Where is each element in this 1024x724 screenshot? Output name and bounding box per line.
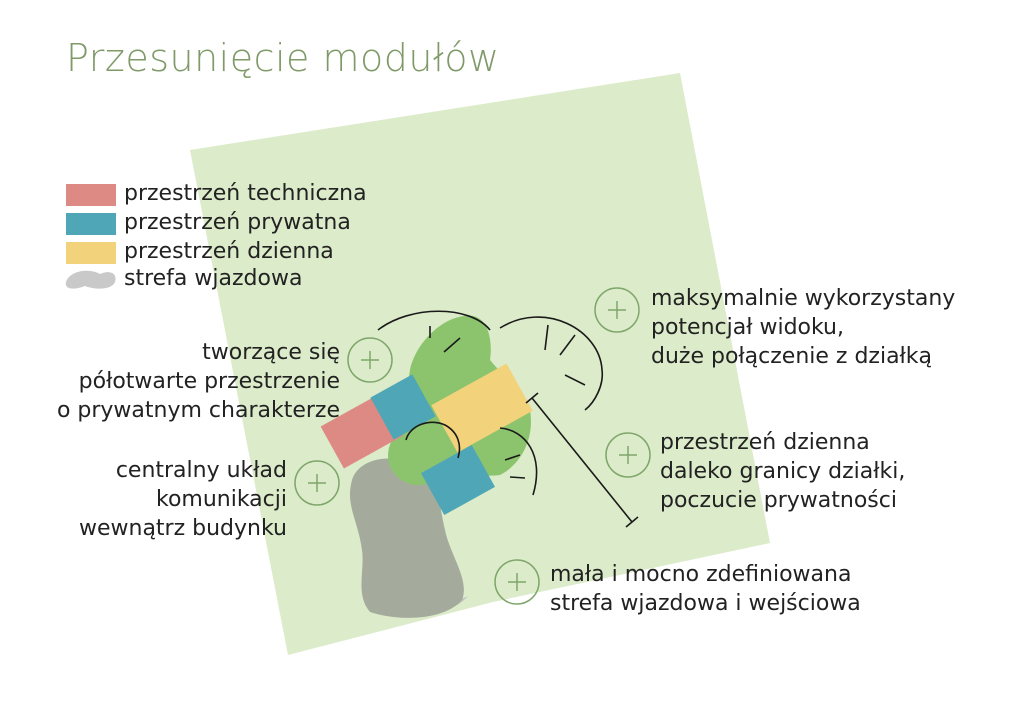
note-line: komunikacji bbox=[155, 487, 287, 512]
legend-swatch-day bbox=[66, 242, 116, 264]
note-line: półotwarte przestrzenie bbox=[78, 369, 340, 394]
note-line: potencjał widoku, bbox=[651, 315, 844, 340]
plus-icon-1 bbox=[347, 337, 393, 383]
legend-label-day: przestrzeń dzienna bbox=[124, 239, 334, 264]
note-line: daleko granicy działki, bbox=[660, 459, 906, 484]
legend-swatch-private bbox=[66, 213, 116, 235]
plus-icon-2 bbox=[294, 460, 340, 506]
note-line: o prywatnym charakterze bbox=[56, 398, 340, 423]
module-day bbox=[431, 363, 533, 453]
plus-markers bbox=[294, 287, 651, 605]
note-line: wewnątrz budynku bbox=[78, 516, 287, 541]
note-day-space: przestrzeń dzienna daleko granicy działk… bbox=[660, 428, 905, 515]
plus-icon-5 bbox=[494, 559, 540, 605]
note-line: maksymalnie wykorzystany bbox=[651, 286, 956, 311]
note-line: centralny układ bbox=[115, 458, 287, 483]
plus-icon-4 bbox=[605, 432, 651, 478]
legend-swatch-technical bbox=[66, 184, 116, 206]
note-line: mała i mocno zdefiniowana bbox=[550, 562, 852, 587]
plus-icon-3 bbox=[594, 287, 640, 333]
note-line: tworzące się bbox=[202, 340, 340, 365]
legend-label-private: przestrzeń prywatna bbox=[124, 210, 351, 235]
note-line: poczucie prywatności bbox=[660, 488, 897, 513]
note-line: przestrzeń dzienna bbox=[660, 430, 870, 455]
legend-label-entry: strefa wjazdowa bbox=[124, 266, 303, 291]
page-title: Przesunięcie modułów bbox=[66, 36, 500, 80]
note-entry: mała i mocno zdefiniowana strefa wjazdow… bbox=[550, 560, 861, 618]
legend-label-technical: przestrzeń techniczna bbox=[124, 181, 367, 206]
legend-swatch-entry bbox=[65, 270, 116, 289]
note-view: maksymalnie wykorzystany potencjał widok… bbox=[651, 284, 955, 371]
module-private-2 bbox=[421, 444, 495, 516]
view-arcs bbox=[377, 310, 639, 528]
note-line: duże połączenie z działką bbox=[651, 344, 933, 369]
note-line: strefa wjazdowa i wejściowa bbox=[550, 591, 861, 616]
module-private-1 bbox=[370, 374, 436, 440]
note-semi-open: tworzące się półotwarte przestrzenie o p… bbox=[57, 338, 340, 425]
note-circulation: centralny układ komunikacji wewnątrz bud… bbox=[79, 456, 287, 543]
